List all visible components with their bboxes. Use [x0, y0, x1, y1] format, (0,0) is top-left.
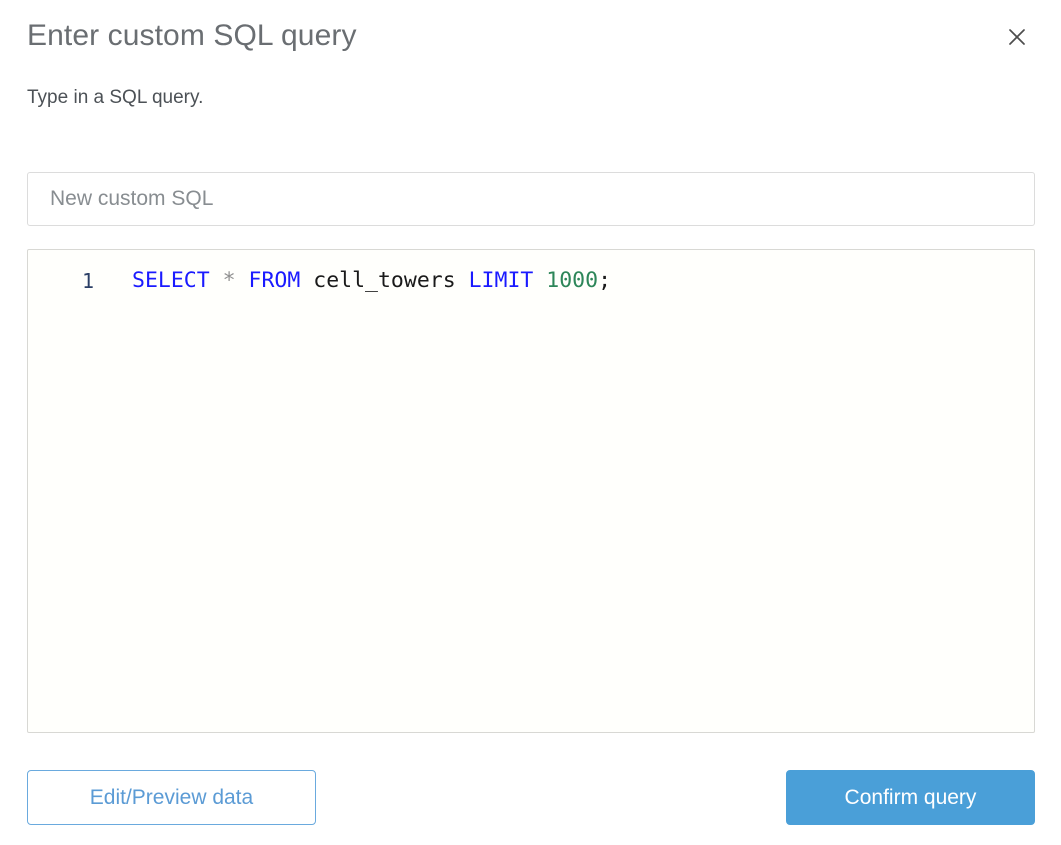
sql-code-text[interactable]: SELECT * FROM cell_towers LIMIT 1000; — [94, 266, 611, 296]
sql-token-plain — [210, 268, 223, 293]
sql-token-number: 1000 — [546, 268, 599, 293]
page-title: Enter custom SQL query — [27, 19, 357, 52]
dialog-header: Enter custom SQL query — [27, 14, 1034, 66]
sql-token-plain — [456, 268, 469, 293]
close-icon — [1006, 26, 1028, 48]
code-line[interactable]: 1 SELECT * FROM cell_towers LIMIT 1000; — [28, 250, 1034, 296]
sql-token-punct: ; — [598, 268, 612, 293]
edit-preview-data-button[interactable]: Edit/Preview data — [27, 770, 316, 825]
sql-token-keyword: SELECT — [132, 268, 210, 293]
sql-token-plain — [300, 268, 313, 293]
sql-editor[interactable]: 1 SELECT * FROM cell_towers LIMIT 1000; — [27, 249, 1035, 733]
dialog-subtitle: Type in a SQL query. — [27, 87, 204, 108]
sql-token-plain — [236, 268, 249, 293]
close-button[interactable] — [1000, 20, 1034, 54]
sql-token-operator: * — [222, 268, 236, 293]
sql-token-keyword: LIMIT — [468, 268, 534, 293]
sql-name-input[interactable] — [27, 172, 1035, 226]
confirm-query-button[interactable]: Confirm query — [786, 770, 1035, 825]
sql-token-plain — [533, 268, 546, 293]
sql-token-identifier: cell_towers — [313, 268, 456, 293]
line-number: 1 — [81, 269, 94, 293]
sql-token-keyword: FROM — [248, 268, 301, 293]
